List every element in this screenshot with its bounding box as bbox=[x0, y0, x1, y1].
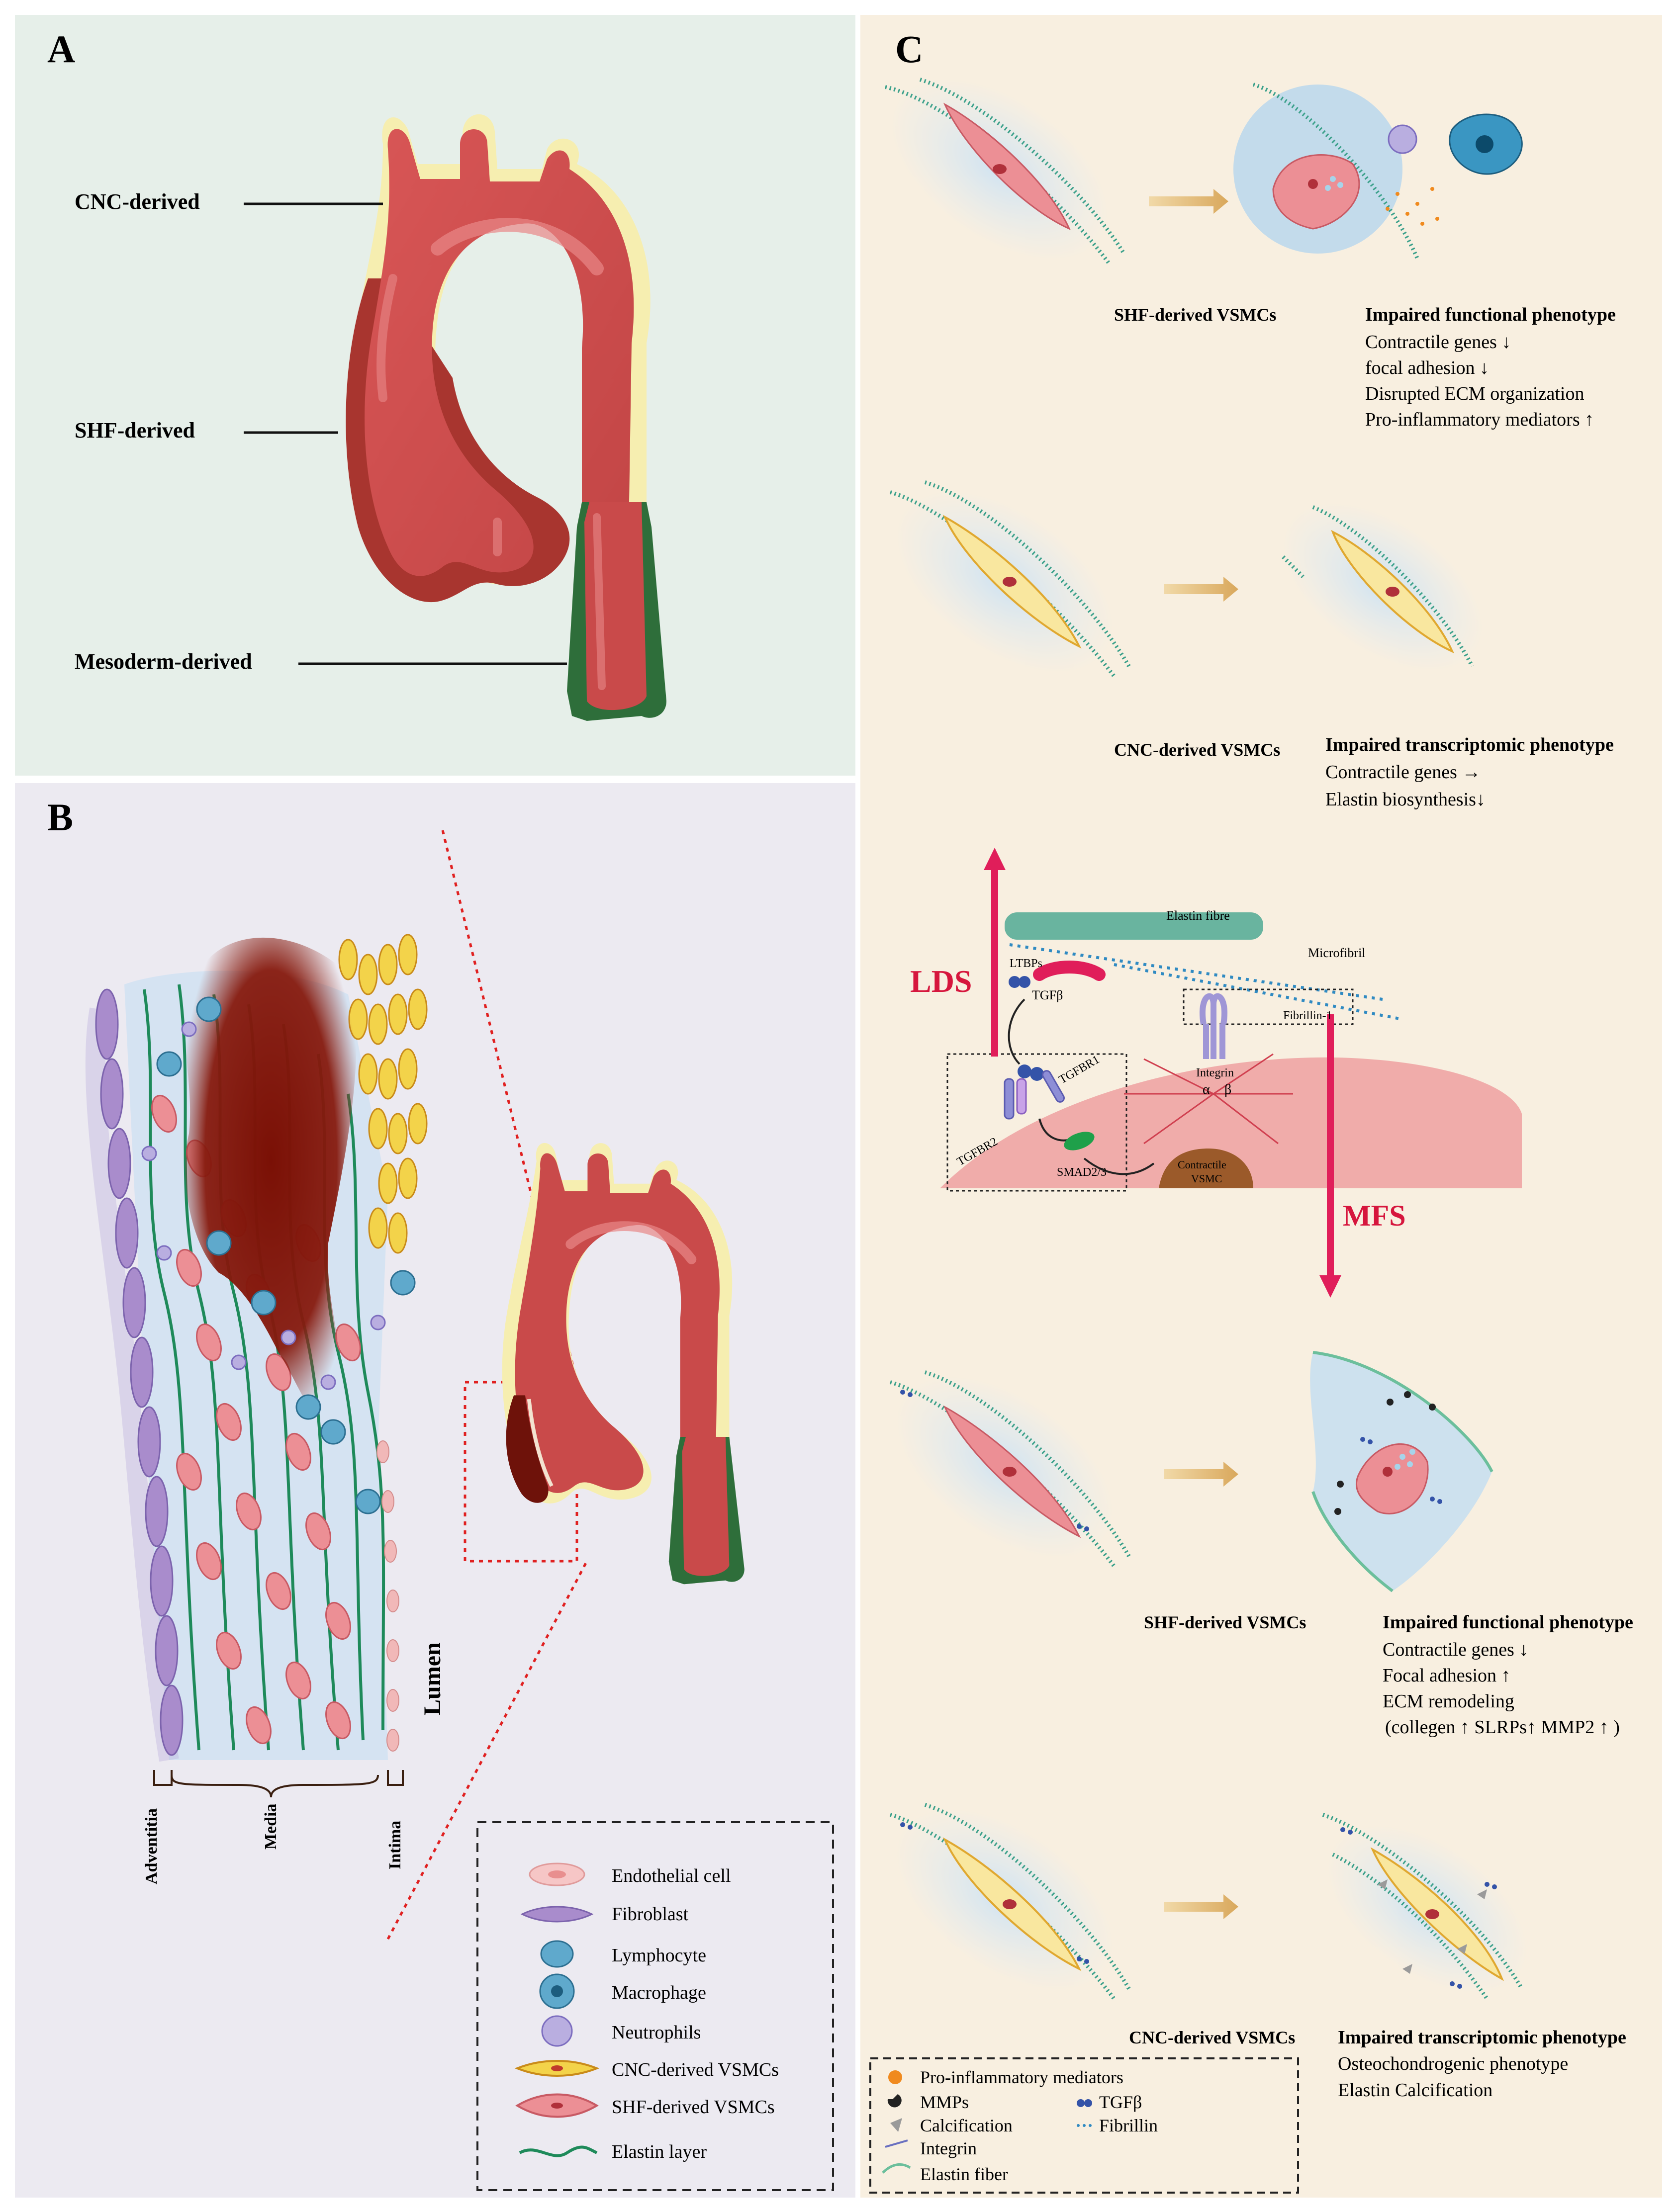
row3-line-4: (collegen ↑ SLRPs↑ MMP2 ↑ ) bbox=[1385, 1717, 1620, 1738]
row1-line-3: Disrupted ECM organization bbox=[1365, 383, 1584, 404]
ltbps-label: LTBPs bbox=[1010, 957, 1042, 970]
elastin-fibre-label: Elastin fibre bbox=[1166, 908, 1230, 923]
row1-line-2: focal adhesion ↓ bbox=[1365, 357, 1489, 378]
row3-title: Impaired functional phenotype bbox=[1383, 1612, 1633, 1633]
legend-elastin-fiber: Elastin fiber bbox=[920, 2164, 1008, 2184]
row3-line-3: ECM remodeling bbox=[1383, 1691, 1514, 1712]
row3-cell-label: SHF-derived VSMCs bbox=[1144, 1612, 1306, 1632]
panel-a-letter: A bbox=[47, 27, 75, 71]
mfs-label: MFS bbox=[1343, 1199, 1406, 1232]
tgfb-center-label: TGFβ bbox=[1032, 988, 1063, 1002]
pro-inflammatory-icon bbox=[888, 2070, 902, 2084]
panel-b-aorta bbox=[502, 1143, 745, 1585]
fibroblast-icon bbox=[520, 1906, 594, 1923]
layer-media: Media bbox=[262, 1803, 280, 1850]
vsmc-label: VSMC bbox=[1191, 1172, 1222, 1185]
panel-b-letter: B bbox=[47, 796, 73, 839]
legend-neutrophils: Neutrophils bbox=[612, 2022, 701, 2043]
aortic-wall-section bbox=[85, 934, 428, 1762]
legend-fibroblast: Fibroblast bbox=[612, 1904, 689, 1925]
legend-elastin-layer: Elastin layer bbox=[612, 2141, 707, 2162]
row1-graphics bbox=[885, 78, 1523, 265]
elastin-fiber-icon bbox=[882, 2163, 911, 2174]
legend-lymphocyte: Lymphocyte bbox=[612, 1945, 706, 1966]
beta-label: β bbox=[1224, 1082, 1231, 1097]
tgfb-icon bbox=[1077, 2099, 1092, 2107]
contractile-label: Contractile bbox=[1178, 1158, 1226, 1171]
fibrillin-center-label: Fibrillin-1 bbox=[1283, 1009, 1332, 1022]
row3-graphics bbox=[889, 1351, 1493, 1593]
row4-line-1: Osteochondrogenic phenotype bbox=[1338, 2053, 1568, 2074]
legend-endothelial-cell: Endothelial cell bbox=[612, 1865, 731, 1886]
label-mesoderm-derived: Mesoderm-derived bbox=[75, 649, 252, 674]
label-shf-derived: SHF-derived bbox=[75, 418, 195, 442]
legend-macrophage: Macrophage bbox=[612, 1982, 706, 2003]
alpha-label: α bbox=[1203, 1082, 1210, 1097]
lymphocyte-icon bbox=[540, 1940, 574, 1968]
row2-cell-label: CNC-derived VSMCs bbox=[1114, 740, 1280, 760]
legend-integrin: Integrin bbox=[920, 2138, 977, 2158]
signaling-diagram bbox=[940, 848, 1522, 1298]
layer-adventitia: Adventitia bbox=[142, 1808, 161, 1884]
integrin-center-label: Integrin bbox=[1196, 1066, 1234, 1079]
panel-a-aorta bbox=[346, 114, 666, 721]
row4-graphics bbox=[889, 1803, 1528, 2000]
row2-graphics bbox=[889, 480, 1484, 678]
legend-cnc-vsmcs: CNC-derived VSMCs bbox=[612, 2059, 779, 2080]
legend-shf-vsmcs: SHF-derived VSMCs bbox=[612, 2097, 775, 2118]
integrin-icon bbox=[885, 2139, 908, 2148]
legend-pro-inflammatory: Pro-inflammatory mediators bbox=[920, 2067, 1123, 2087]
row1-title: Impaired functional phenotype bbox=[1365, 304, 1616, 325]
panel-a-labels: CNC-derived SHF-derived Mesoderm-derived bbox=[75, 189, 567, 674]
smad-label: SMAD2/3 bbox=[1057, 1166, 1107, 1179]
layer-brackets bbox=[153, 1770, 404, 1798]
row3-line-1: Contractile genes ↓ bbox=[1383, 1639, 1528, 1660]
lds-label: LDS bbox=[910, 964, 972, 999]
microfibril-label: Microfibril bbox=[1308, 946, 1366, 960]
row2-title: Impaired transcriptomic phenotype bbox=[1325, 734, 1614, 755]
row4-cell-label: CNC-derived VSMCs bbox=[1129, 2028, 1295, 2047]
row1-cell-label: SHF-derived VSMCs bbox=[1114, 305, 1276, 325]
neutrophil-icon bbox=[541, 2015, 573, 2047]
fibrillin-icon bbox=[1077, 2124, 1092, 2127]
legend-fibrillin: Fibrillin bbox=[1099, 2116, 1158, 2135]
row1-line-1: Contractile genes ↓ bbox=[1365, 332, 1511, 353]
row2-line-1: Contractile genes → bbox=[1325, 762, 1481, 783]
calcification-icon bbox=[890, 2118, 902, 2132]
legend-mmps: MMPs bbox=[920, 2092, 969, 2112]
row2-line-2: Elastin biosynthesis↓ bbox=[1325, 789, 1486, 810]
legend-tgfb: TGFβ bbox=[1099, 2092, 1142, 2112]
label-cnc-derived: CNC-derived bbox=[75, 189, 200, 214]
mmps-icon bbox=[887, 2094, 902, 2108]
legend-calcification: Calcification bbox=[920, 2116, 1013, 2135]
lumen-label: Lumen bbox=[419, 1642, 446, 1715]
row1-line-4: Pro-inflammatory mediators ↑ bbox=[1365, 409, 1594, 430]
row4-title: Impaired transcriptomic phenotype bbox=[1338, 2027, 1626, 2048]
row4-line-2: Elastin Calcification bbox=[1338, 2080, 1492, 2101]
panel-c-letter: C bbox=[895, 27, 923, 71]
row3-line-2: Focal adhesion ↑ bbox=[1383, 1665, 1511, 1686]
panel-b-legend: Endothelial cell Fibroblast Lymphocyte M… bbox=[476, 1821, 834, 2191]
panel-c-legend: Pro-inflammatory mediators MMPs Calcific… bbox=[869, 2057, 1299, 2194]
layer-intima: Intima bbox=[386, 1821, 404, 1869]
elastin-layer-icon bbox=[519, 2145, 598, 2157]
